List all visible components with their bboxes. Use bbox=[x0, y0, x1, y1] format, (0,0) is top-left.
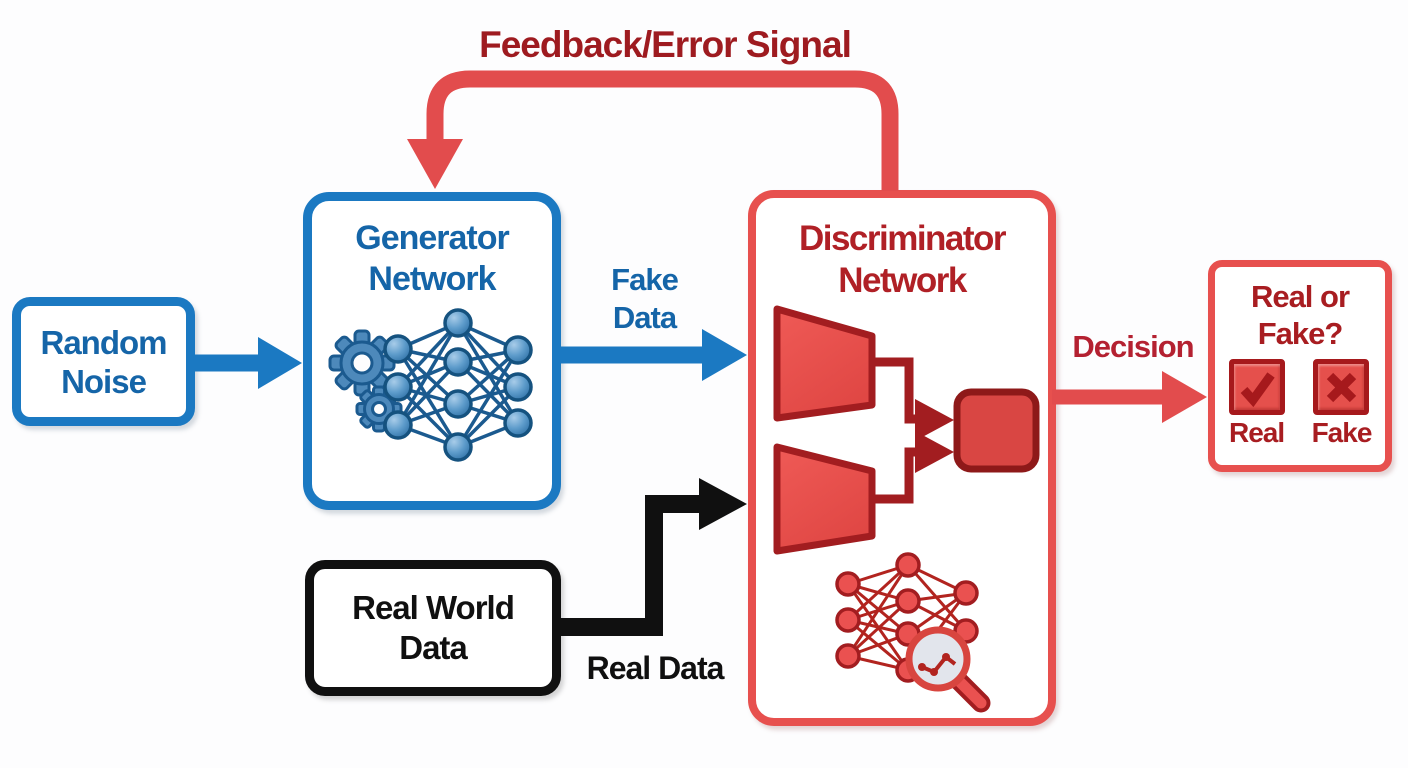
gear-icon bbox=[328, 329, 403, 433]
merge-arrow-top bbox=[872, 357, 954, 441]
random-noise-label: Random bbox=[40, 323, 168, 361]
decision-label: Decision bbox=[1072, 329, 1194, 364]
magnifier-network-icon bbox=[835, 552, 991, 713]
check-glyph bbox=[1240, 372, 1275, 408]
discriminator-title: Discriminator bbox=[798, 219, 1007, 258]
real-data-arrow bbox=[557, 478, 747, 636]
random-noise-label-2: Noise bbox=[61, 362, 147, 400]
random-noise-node: Random Noise bbox=[12, 297, 195, 426]
funnel-icon-bottom bbox=[773, 443, 876, 555]
fake-data-label: Fake Data bbox=[611, 262, 679, 335]
real-world-data-node: Real World Data bbox=[305, 560, 561, 696]
verdict-title: Real or bbox=[1250, 279, 1350, 314]
fake-data-arrow bbox=[559, 329, 747, 381]
cross-glyph bbox=[1327, 372, 1357, 403]
output-node bbox=[953, 388, 1040, 473]
fake-option: Fake bbox=[1312, 359, 1372, 449]
cross-icon bbox=[1313, 359, 1370, 415]
real-world-label-2: Data bbox=[399, 629, 468, 666]
merge-arrow-bottom bbox=[872, 431, 954, 504]
real-or-fake-node: Real or Fake? Real Fake bbox=[1208, 260, 1392, 472]
verdict-title-2: Fake? bbox=[1257, 316, 1344, 351]
real-data-label: Real Data bbox=[586, 650, 725, 686]
discriminator-title-2: Network bbox=[838, 261, 967, 300]
feedback-error-signal-label: Feedback/Error Signal bbox=[479, 24, 852, 65]
decision-arrow bbox=[1052, 371, 1207, 423]
real-option-label: Real bbox=[1229, 417, 1285, 448]
magnifier-icon bbox=[905, 626, 991, 713]
feedback-arrow bbox=[407, 70, 899, 191]
real-world-label: Real World bbox=[352, 589, 515, 626]
noise-to-generator-arrow bbox=[193, 337, 302, 389]
real-option: Real bbox=[1228, 359, 1285, 449]
neural-network-icon bbox=[383, 308, 533, 462]
check-icon bbox=[1228, 359, 1285, 415]
generator-title: Generator bbox=[355, 219, 510, 257]
verdict-options: Real Fake bbox=[1215, 359, 1385, 449]
fake-option-label: Fake bbox=[1311, 417, 1373, 448]
funnel-icon-top bbox=[773, 305, 876, 422]
generator-title-2: Network bbox=[368, 260, 496, 298]
